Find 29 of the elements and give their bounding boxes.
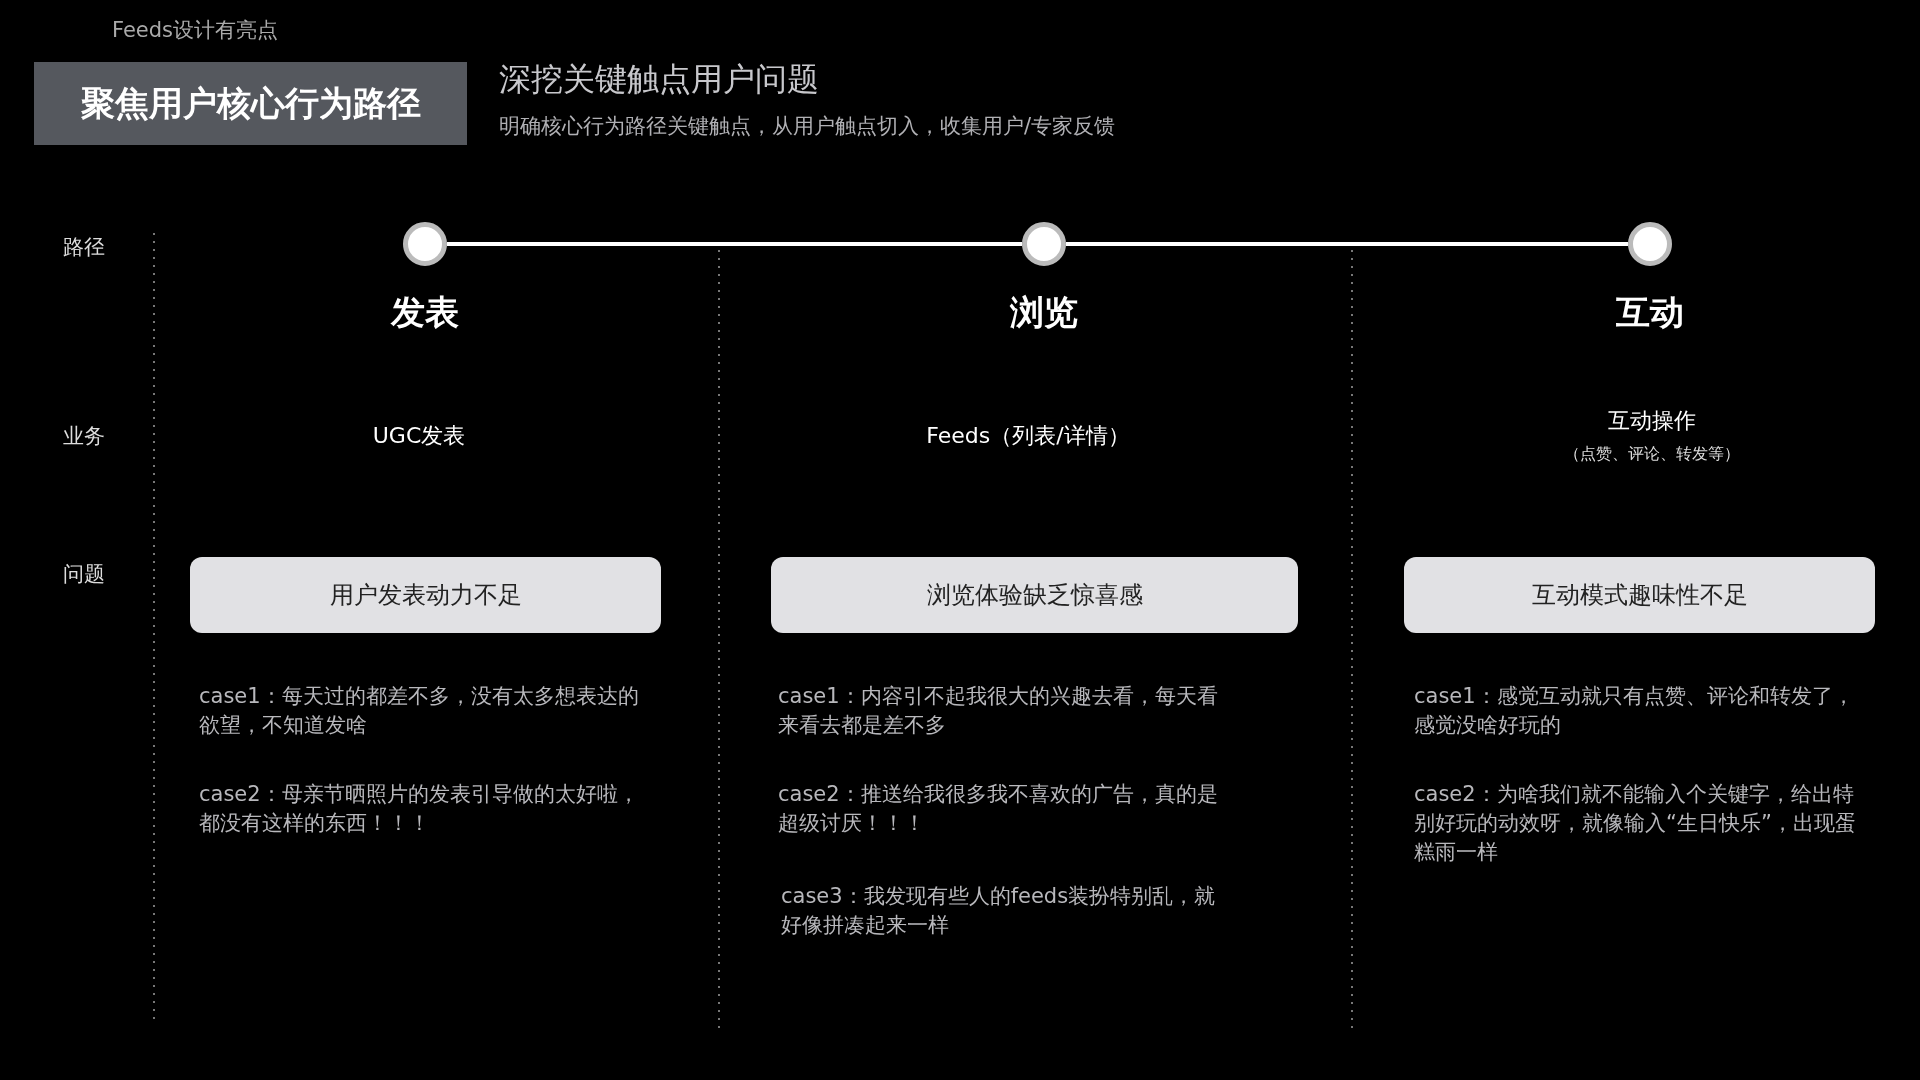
subtitle: 深挖关键触点用户问题 — [499, 59, 819, 100]
timeline-line — [1066, 242, 1628, 246]
case-text: case2：推送给我很多我不喜欢的广告，真的是超级讨厌！！！ — [778, 781, 1219, 837]
section-tag: Feeds设计有亮点 — [112, 16, 279, 44]
stage-title: 互动 — [1615, 291, 1685, 334]
stage-title: 发表 — [389, 291, 460, 334]
timeline-node — [1628, 222, 1672, 266]
problem-box: 互动模式趣味性不足 — [1404, 557, 1875, 633]
description: 明确核心行为路径关键触点，从用户触点切入，收集用户/专家反馈 — [499, 113, 1116, 140]
case-text: case3：我发现有些人的feeds装扮特别乱，就好像拼凑起来一样 — [781, 883, 1217, 939]
case-text: case1：内容引不起我很大的兴趣去看，每天看来看去都是差不多 — [778, 683, 1219, 739]
business-note: （点赞、评论、转发等） — [1563, 444, 1741, 465]
row-label: 问题 — [63, 561, 105, 588]
row-label: 路径 — [63, 234, 105, 261]
timeline-node — [1022, 222, 1066, 266]
case-text: case1：每天过的都差不多，没有太多想表达的欲望，不知道发啥 — [199, 683, 640, 739]
business-text: 互动操作 — [1607, 407, 1697, 435]
business-text: Feeds（列表/详情） — [925, 422, 1131, 450]
business-text: UGC发表 — [371, 422, 467, 450]
problem-box: 浏览体验缺乏惊喜感 — [771, 557, 1298, 633]
title-banner: 聚焦用户核心行为路径 — [34, 62, 467, 145]
case-text: case2：母亲节晒照片的发表引导做的太好啦，都没有这样的东西！！！ — [199, 781, 640, 837]
timeline-line — [447, 242, 1022, 246]
problem-box: 用户发表动力不足 — [190, 557, 661, 633]
timeline-node — [403, 222, 447, 266]
case-text: case2：为啥我们就不能输入个关键字，给出特别好玩的动效呀，就像输入“生日快乐”，出现蛋糕雨一样 — [1414, 781, 1857, 866]
stage-title: 浏览 — [1009, 291, 1079, 334]
row-label: 业务 — [63, 423, 105, 450]
case-text: case1：感觉互动就只有点赞、评论和转发了，感觉没啥好玩的 — [1414, 683, 1855, 739]
